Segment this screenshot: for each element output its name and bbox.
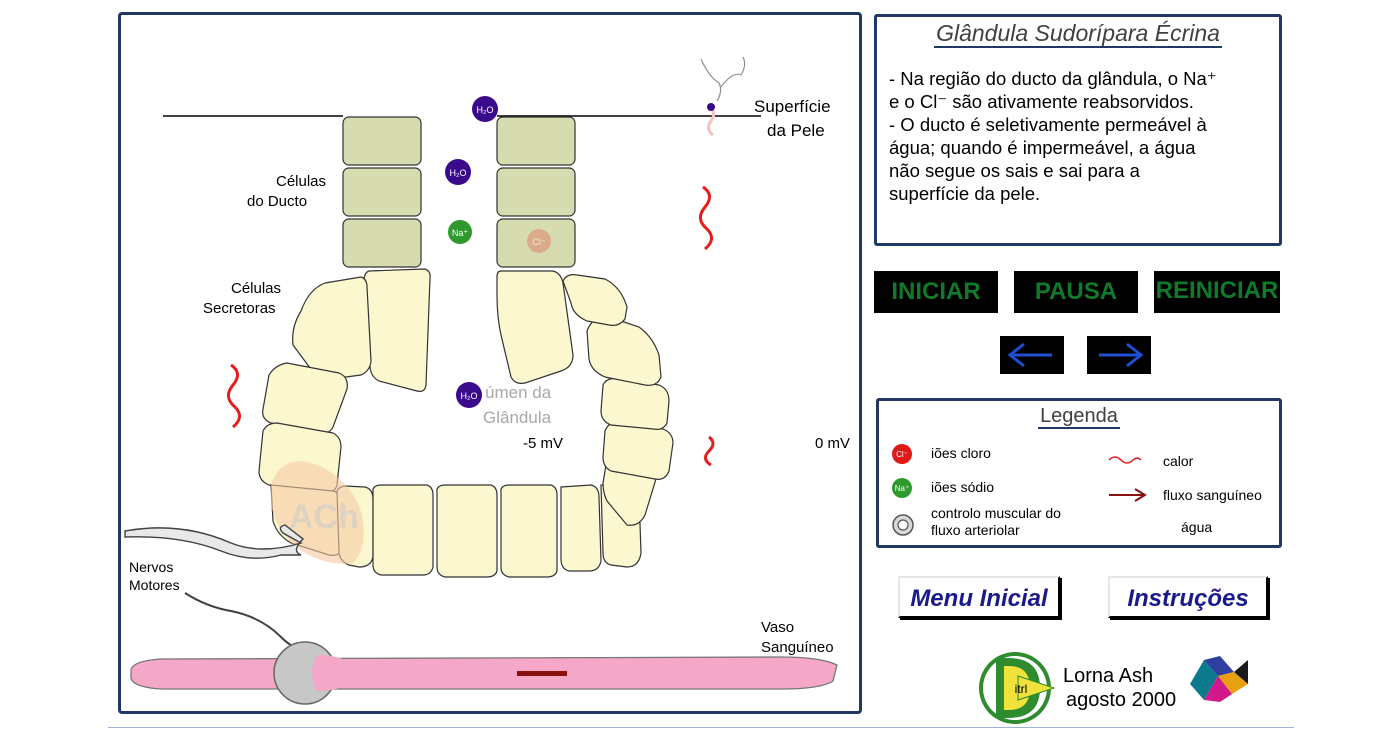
gland-diagram: ACh H₂O H₂O (124, 56, 838, 705)
info-line-6: superfície da pele. (889, 183, 1041, 204)
blood-vessel-label-1: Vaso (761, 619, 795, 636)
legend-muscle-1: controlo muscular do (931, 505, 1061, 521)
water-ion-lumen: H₂O (456, 382, 482, 408)
legend-water: água (1181, 519, 1213, 535)
legend-title: Legenda (1038, 405, 1120, 429)
legend-blood-flow: fluxo sanguíneo (1163, 487, 1262, 503)
secretory-cells-label-1: Células (231, 280, 282, 297)
legend-chloride: iões cloro (931, 445, 991, 461)
lumen-voltage: -5 mV (523, 435, 564, 452)
bottom-divider (108, 727, 1294, 728)
small-particle-skin (707, 103, 715, 111)
skin-surface-label-1: Superfície (754, 97, 831, 116)
info-line-4: água; quando é impermeável, a água (889, 137, 1196, 158)
blood-vessel-label-2: Sanguíneo (761, 639, 834, 656)
back-button[interactable] (1000, 336, 1064, 374)
author-name: Lorna Ash (1063, 665, 1154, 687)
colorful-cube-logo (1190, 656, 1248, 702)
secretory-cells-label-2: Secretoras (203, 300, 276, 317)
pause-button[interactable]: PAUSA (1014, 271, 1138, 313)
motor-nerve-lower (184, 592, 292, 646)
blood-flow-marker (517, 671, 567, 676)
svg-text:Na⁺: Na⁺ (452, 228, 469, 238)
legend-muscle-2: fluxo arteriolar (931, 522, 1020, 538)
info-line-2: e o Cl⁻ são ativamente reabsorvidos. (889, 91, 1194, 112)
next-button[interactable] (1087, 336, 1151, 374)
legend-panel: Legenda Cl⁻ iões cloro Na⁺ iões sódio co… (876, 398, 1282, 548)
duct-cells-left (342, 116, 422, 268)
legend-sodium: iões sódio (931, 479, 995, 495)
muscle-ring (273, 641, 343, 705)
main-menu-button[interactable]: Menu Inicial (898, 576, 1060, 618)
svg-text:H₂O: H₂O (477, 105, 494, 115)
muscle-ring-icon (892, 514, 914, 536)
water-ion-duct: H₂O (445, 159, 471, 185)
ditrl-logo: itrl (979, 652, 1056, 724)
svg-text:itrl: itrl (1015, 682, 1028, 696)
info-line-5: não segue os sais e sai para a (889, 160, 1140, 181)
restart-button[interactable]: REINICIAR (1154, 271, 1280, 313)
simulation-panel: ACh H₂O H₂O (118, 12, 862, 714)
info-line-3: - O ducto é seletivamente permeável à (889, 114, 1207, 135)
arrow-left-icon (1007, 342, 1052, 368)
sodium-ion-duct: Na⁺ (448, 220, 472, 244)
svg-text:Na⁺: Na⁺ (895, 484, 909, 493)
legend-heat: calor (1163, 453, 1194, 469)
info-title: Glândula Sudorípara Écrina (934, 20, 1222, 48)
svg-text:Cl⁻: Cl⁻ (532, 237, 545, 247)
info-line-1: - Na região do ducto da glândula, o Na⁺ (889, 68, 1217, 89)
duct-cells-right (496, 116, 576, 268)
outside-voltage: 0 mV (815, 435, 851, 452)
ach-label: ACh (289, 498, 359, 536)
svg-text:Cl⁻: Cl⁻ (896, 450, 908, 459)
svg-text:H₂O: H₂O (461, 391, 478, 401)
motor-nerves-label-2: Motores (129, 577, 180, 593)
duct-cells-label-1: Células (276, 173, 327, 190)
evaporation-strands (700, 56, 746, 102)
sodium-ion-icon: Na⁺ (892, 478, 912, 498)
heat-waves (227, 185, 715, 467)
motor-nerves-label-1: Nervos (129, 559, 174, 575)
author-date: agosto 2000 (1066, 689, 1177, 711)
start-button[interactable]: INICIAR (874, 271, 998, 313)
heat-icon (1108, 456, 1142, 464)
blood-flow-arrow-icon (1109, 488, 1147, 502)
instructions-button[interactable]: Instruções (1108, 576, 1268, 618)
water-ion-top: H₂O (472, 96, 498, 122)
chloride-ion-icon: Cl⁻ (892, 444, 912, 464)
blood-vessel (130, 656, 838, 690)
arrow-right-icon (1099, 342, 1144, 368)
motor-nerve-upper (124, 524, 305, 559)
skin-surface-label-2: da Pele (767, 121, 825, 140)
duct-cells-label-2: do Ducto (247, 193, 308, 210)
svg-text:H₂O: H₂O (450, 168, 467, 178)
lumen-label-2: Glândula (483, 408, 552, 427)
chloride-ion-duct: Cl⁻ (527, 229, 551, 253)
info-panel: Glândula Sudorípara Écrina - Na região d… (874, 14, 1282, 246)
lumen-label-1: úmen da (485, 383, 552, 402)
